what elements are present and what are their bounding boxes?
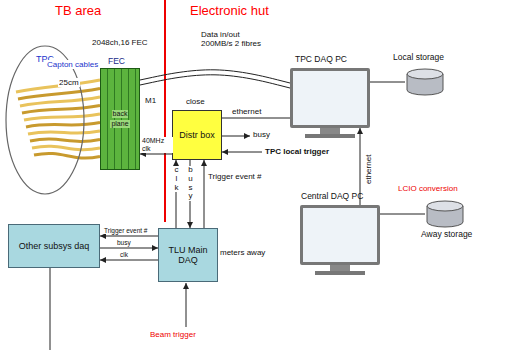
node-text: plane <box>110 120 129 128</box>
node-text: TLU Main DAQ <box>162 245 214 266</box>
connector-line <box>370 82 405 83</box>
connector <box>100 260 158 261</box>
tlu-box: TLU Main DAQ <box>158 228 218 282</box>
connector-label: Trigger event # <box>208 172 262 181</box>
storage-disk: Local storage <box>405 68 445 96</box>
node-heading: Away storage <box>421 230 472 240</box>
connector <box>222 118 290 119</box>
cable-strand <box>26 123 100 128</box>
cable-strand <box>20 97 100 106</box>
connector-label: clk <box>173 166 180 192</box>
node-heading: Central DAQ PC <box>301 192 363 202</box>
connector-line <box>222 118 290 119</box>
kapton-cables <box>16 80 100 158</box>
node-text: Other subsys daq <box>19 241 90 251</box>
disk-top <box>427 201 463 211</box>
connector <box>380 214 425 215</box>
process-note: LCIO conversion <box>398 184 458 193</box>
disk-outline <box>425 200 465 228</box>
node-heading: FEC <box>107 57 126 67</box>
connector <box>140 70 290 88</box>
connector-label: clk <box>119 251 129 258</box>
cable-strand <box>32 146 100 149</box>
disk-outline <box>405 68 445 96</box>
signal-name: busy <box>253 130 270 139</box>
daq-computer: TPC DAQ PC <box>290 68 370 128</box>
monitor-stand <box>330 265 350 271</box>
beam-trigger-arrow <box>186 283 187 327</box>
cable-strand <box>24 114 100 120</box>
area-title: TB area <box>55 4 101 19</box>
module-label: M1 <box>145 96 156 105</box>
signal-name: Beam trigger <box>150 330 196 339</box>
connector-line <box>140 154 172 155</box>
connector-line <box>100 248 158 249</box>
node-text: Distr box <box>179 130 215 140</box>
cable-label: Capton cables <box>46 60 99 69</box>
cable-strand <box>34 153 100 158</box>
area-title: Electronic hut <box>190 4 269 19</box>
cable-strand <box>22 106 100 114</box>
fec-crate: FECbackplane <box>100 68 140 170</box>
connector-line <box>140 75 290 88</box>
monitor-stand <box>320 128 340 134</box>
connector <box>100 236 158 237</box>
cable-strand <box>18 89 100 100</box>
connector <box>100 248 158 249</box>
subsys-line <box>50 268 51 350</box>
connector-label: 40MHz clk <box>141 137 173 153</box>
connector-line <box>204 160 205 228</box>
channel-count: 2048ch,16 FEC <box>92 38 148 47</box>
busy-arrow <box>222 136 250 137</box>
connector <box>204 160 205 228</box>
connector-label: Trigger event # <box>103 227 148 234</box>
connector-line <box>380 214 425 215</box>
signal-name: TPC local trigger <box>265 147 329 156</box>
connector-line <box>100 260 158 261</box>
area-divider <box>164 0 166 222</box>
node-heading: Local storage <box>393 53 444 63</box>
connector <box>140 154 172 155</box>
distribution-box: Distr box <box>172 110 222 160</box>
node-text: back <box>112 110 129 118</box>
connector-label: busy <box>116 239 132 246</box>
connector-label: ethernet <box>364 154 373 185</box>
daq-computer: Central DAQ PC <box>300 205 380 265</box>
connector-label: ethernet <box>232 107 261 116</box>
monitor-base <box>315 271 365 275</box>
cable-strand <box>28 131 100 134</box>
node-heading: TPC DAQ PC <box>295 55 347 65</box>
subsystem-box: Other subsys daq <box>8 224 100 268</box>
local-trigger-arrow <box>222 152 262 153</box>
connector-line <box>140 70 290 83</box>
connector-line <box>100 236 158 237</box>
distance-note: meters away <box>220 248 265 257</box>
connector-label: busy <box>187 166 194 201</box>
dimension: 25cm <box>58 78 80 87</box>
connector <box>370 82 405 83</box>
cable-strand <box>30 139 100 141</box>
connector-label: Data in/out 200MB/s 2 fibres <box>200 30 264 48</box>
disk-top <box>407 69 443 79</box>
proximity-note: close <box>186 97 205 106</box>
storage-disk: Away storage <box>425 200 465 228</box>
monitor-base <box>305 134 355 138</box>
